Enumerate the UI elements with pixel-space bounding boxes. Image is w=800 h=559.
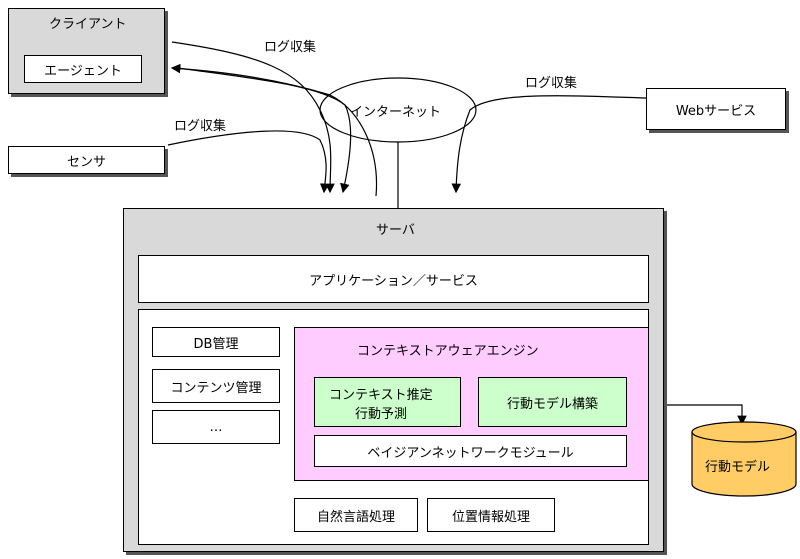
agent-box: エージェント <box>24 55 142 83</box>
internet-label: インターネット <box>350 105 442 120</box>
server-box: サーバ アプリケーション／サービス DB管理 コンテンツ管理 … コンテキストア… <box>123 208 664 552</box>
db-management-box: DB管理 <box>152 327 280 357</box>
sensor-box: センサ <box>8 146 165 174</box>
log-label-client: ログ収集 <box>264 40 317 55</box>
context-aware-engine-box: コンテキストアウェアエンジン コンテキスト推定 行動予測 行動モデル構築 ベイジ… <box>294 327 649 481</box>
behavior-model-db-icon <box>691 421 797 497</box>
log-label-web: ログ収集 <box>525 76 578 91</box>
app-service-box: アプリケーション／サービス <box>138 255 649 303</box>
behavior-model-build-box: 行動モデル構築 <box>478 377 627 427</box>
nlp-box: 自然言語処理 <box>294 498 418 532</box>
client-title: クライアント <box>49 17 127 32</box>
log-label-sensor: ログ収集 <box>174 119 227 134</box>
web-service-box: Webサービス <box>646 88 786 130</box>
client-box: クライアント エージェント <box>8 8 165 94</box>
more-box: … <box>152 410 280 444</box>
contents-management-box: コンテンツ管理 <box>152 369 280 403</box>
context-estimation-line1: コンテキスト推定 <box>329 388 433 403</box>
context-estimation-line2: 行動予測 <box>355 407 408 422</box>
location-processing-box: 位置情報処理 <box>427 498 555 532</box>
server-title: サーバ <box>376 223 415 238</box>
context-estimation-box: コンテキスト推定 行動予測 <box>314 377 461 427</box>
bayesian-network-module-box: ベイジアンネットワークモジュール <box>314 435 627 467</box>
engine-title: コンテキストアウェアエンジン <box>357 344 539 359</box>
behavior-model-db-label: 行動モデル <box>705 460 771 475</box>
server-inner-frame: DB管理 コンテンツ管理 … コンテキストアウェアエンジン コンテキスト推定 行… <box>138 309 649 545</box>
